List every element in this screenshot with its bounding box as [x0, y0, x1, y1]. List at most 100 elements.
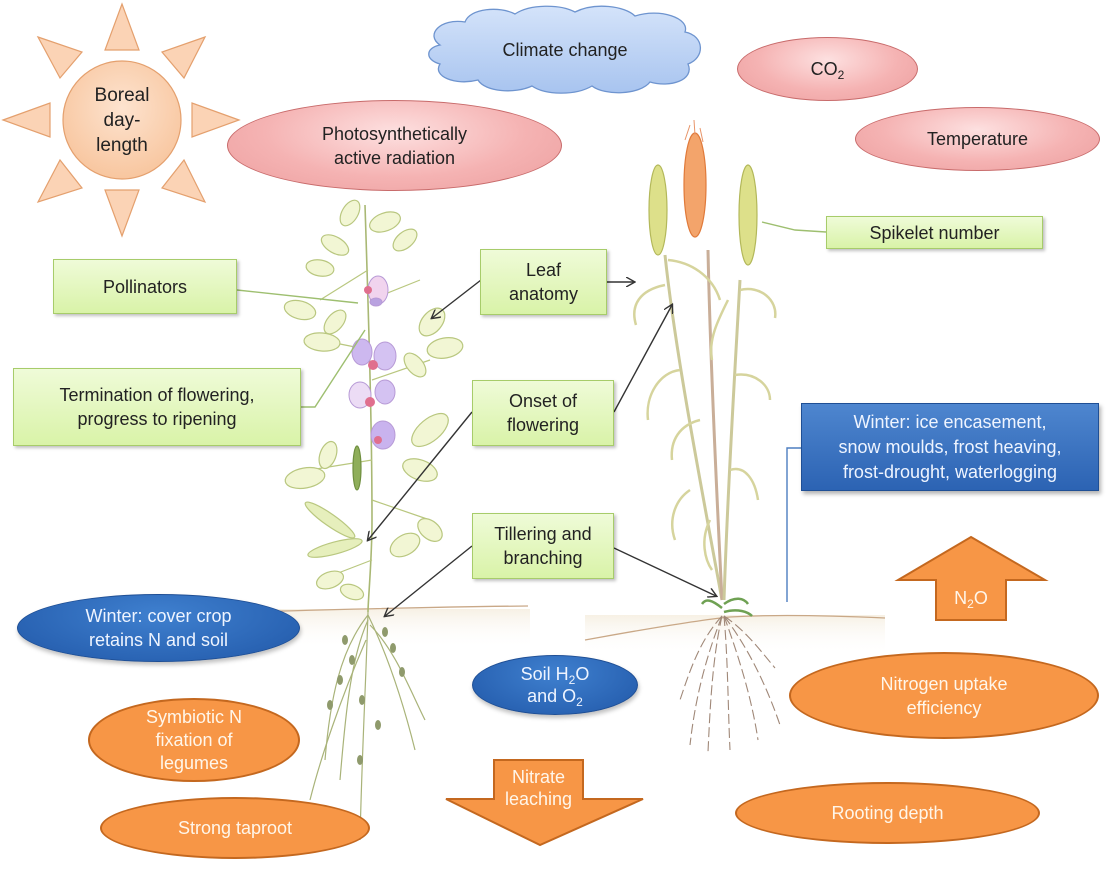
wheat-ear-red	[683, 132, 707, 238]
winter-ice-line-2: snow moulds, frost heaving,	[838, 436, 1062, 457]
wheat-leaf	[670, 418, 701, 461]
pollinators-box: Pollinators	[53, 259, 237, 314]
sun-ray	[36, 158, 84, 204]
legume-branch	[319, 269, 369, 301]
wheat-stem	[722, 279, 742, 601]
n2o-base: N	[954, 588, 968, 608]
nitrate-line-2: leaching	[504, 789, 573, 809]
symbiotic-line-2: fixation of	[155, 729, 233, 750]
sun-disc	[62, 60, 182, 180]
nitrate-line-1: Nitrate	[511, 767, 565, 787]
legume-leaf	[339, 199, 361, 227]
wheat-leaf	[703, 519, 714, 571]
temperature-label: Temperature	[926, 129, 1029, 149]
legume-leaf	[339, 583, 365, 601]
co2-base: CO	[810, 59, 838, 79]
wheat-seedling-leaf	[700, 599, 723, 609]
arrow-leaf-to-legume	[432, 279, 482, 318]
nitrogen-uptake-line-2: efficiency	[906, 697, 982, 718]
sun-ray	[1, 102, 51, 138]
winter-ice-line-1: Winter: ice encasement,	[853, 411, 1047, 432]
legume-leaf	[318, 440, 338, 470]
symbiotic-line-1: Symbiotic N	[145, 706, 243, 727]
wheat-leaf	[646, 368, 681, 421]
onset-flowering-line-2: flowering	[506, 415, 580, 435]
soil-water-text: O	[575, 664, 590, 684]
legume-flower	[364, 275, 389, 307]
rooting-depth-label: Rooting depth	[831, 803, 944, 823]
sun-ray	[36, 35, 84, 80]
winter-cover-line-1: Winter: cover crop	[85, 606, 232, 626]
nitrate-label: Nitrate leaching	[494, 762, 583, 814]
arrow-tillering-to-wheat	[613, 547, 716, 596]
legume-branch	[309, 459, 373, 471]
arrow-onset-to-legume	[368, 411, 473, 540]
legume-roots	[309, 611, 426, 841]
wheat-leaf	[709, 299, 730, 361]
legume-leaf	[315, 570, 345, 590]
rooting-depth-ellipse: Rooting depth	[735, 782, 1040, 844]
leaf-anatomy-box: Leaf anatomy	[480, 249, 607, 315]
connector-lines	[236, 221, 827, 616]
wheat-soil-line	[584, 614, 886, 641]
legume-leaf	[323, 309, 347, 335]
wheat-seedling-leaf	[723, 609, 753, 617]
legume-flower	[351, 338, 397, 371]
leaf-anatomy-line-1: Leaf	[525, 260, 562, 280]
connector-termination	[300, 329, 366, 408]
soil-water-subscript: 2	[568, 673, 576, 687]
pollinators-label: Pollinators	[102, 276, 188, 297]
connector-winter-ice	[786, 447, 801, 602]
soil-water-line-2: and O2	[527, 685, 583, 708]
arrow-onset-to-wheat	[613, 305, 672, 413]
n2o-label: N2O	[936, 578, 1006, 618]
onset-flowering-box: Onset of flowering	[472, 380, 614, 446]
legume-leaf	[417, 518, 443, 542]
legume-leaf	[389, 532, 421, 558]
sun-icon	[1, 2, 241, 238]
legume-leaf	[283, 299, 317, 321]
wheat-leaf	[734, 373, 772, 401]
n2o-text: N2O	[954, 586, 988, 610]
soil-water-ellipse: Soil H2O and O2	[472, 655, 638, 715]
symbiotic-line-3: legumes	[159, 752, 229, 773]
wheat-ear	[648, 164, 668, 256]
climate-change-text: Climate change	[502, 40, 628, 60]
wheat-leaf	[671, 488, 691, 541]
cloud-icon	[428, 5, 702, 94]
wheat-leaf	[633, 283, 666, 326]
n2o-subscript: 2	[967, 597, 974, 611]
sun-label-line: day-	[103, 109, 141, 131]
legume-leaf	[284, 466, 326, 490]
termination-box: Termination of flowering, progress to ri…	[13, 368, 301, 446]
connector-spikelet	[761, 221, 827, 233]
sun-ray	[160, 35, 207, 80]
spikelet-label: Spikelet number	[869, 222, 1000, 243]
sun-label-line: Boreal	[94, 84, 150, 106]
tillering-line-1: Tillering and	[494, 524, 592, 544]
legume-flower	[348, 379, 396, 409]
leaf-anatomy-line-2: anatomy	[508, 284, 579, 304]
co2-label: CO2	[811, 57, 845, 81]
legume-leaf	[303, 332, 341, 352]
legume-leaf	[320, 234, 350, 256]
legume-branch	[371, 499, 431, 521]
wheat-leaf	[739, 287, 777, 319]
soil-oxygen-text: and O	[527, 686, 577, 706]
sun-ray	[104, 2, 140, 51]
legume-leaf	[307, 538, 363, 558]
legume-leaf	[403, 352, 427, 378]
legume-leaf	[304, 501, 356, 539]
legume-flowers	[348, 275, 397, 450]
wheat-leaf	[729, 467, 760, 501]
legume-taproot	[359, 611, 369, 841]
tillering-line-2: branching	[503, 548, 583, 568]
tillering-box: Tillering and branching	[472, 513, 614, 579]
wheat-roots	[679, 615, 781, 753]
winter-cover-line-2: retains N and soil	[88, 630, 229, 650]
par-ellipse: Photosynthetically active radiation	[227, 100, 562, 191]
legume-leaf	[305, 259, 335, 277]
nitrate-down-arrow	[445, 759, 644, 847]
wheat-stem	[663, 254, 724, 601]
